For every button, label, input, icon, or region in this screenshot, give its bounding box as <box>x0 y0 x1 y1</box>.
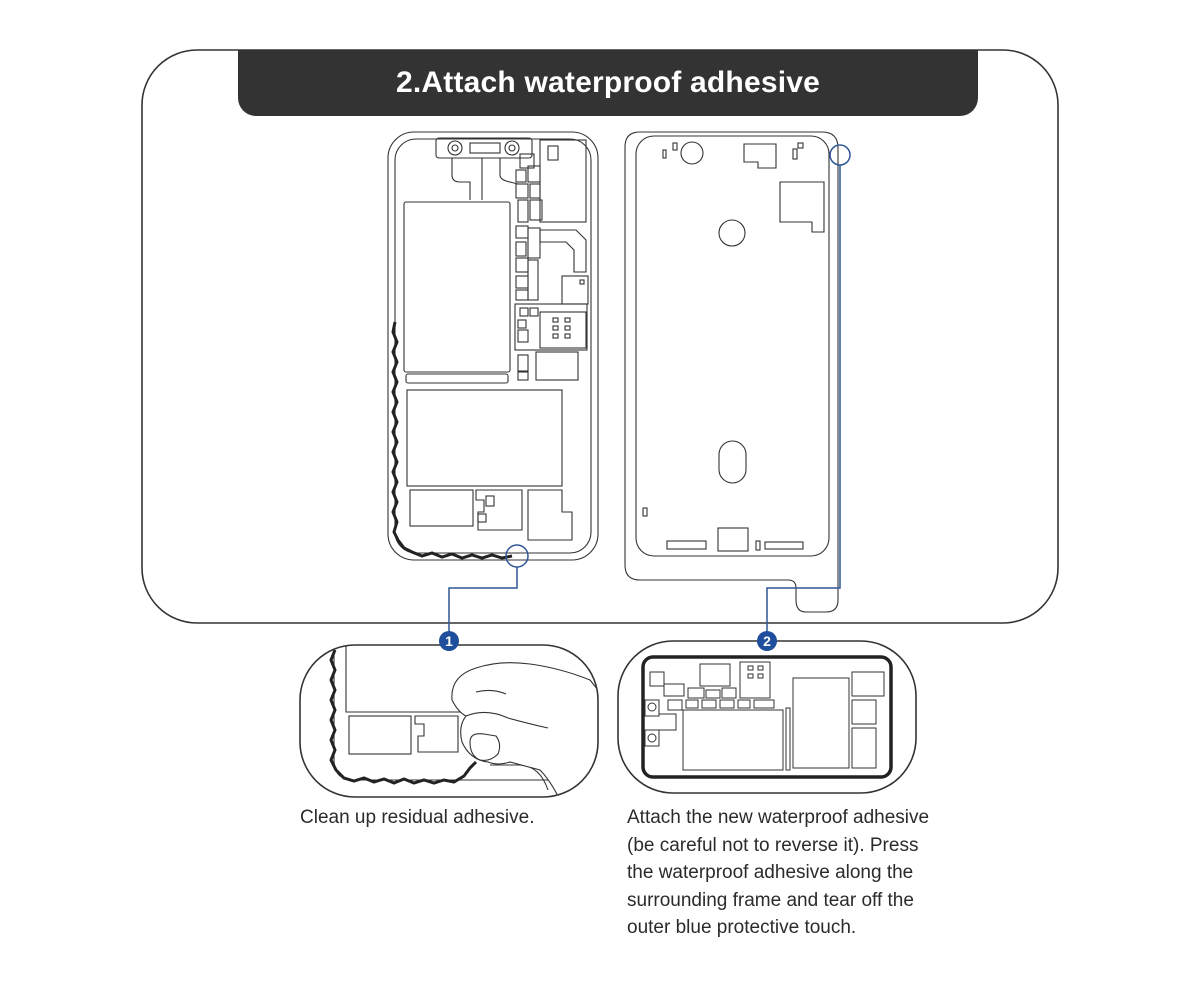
step-badge-2: 2 <box>757 631 777 651</box>
waterproof-adhesive-sheet <box>624 131 839 613</box>
step-badge-1: 1 <box>439 631 459 651</box>
zoom-detail-new-adhesive <box>617 640 917 794</box>
zoom-detail-clean-adhesive <box>299 644 599 798</box>
main-panel-frame <box>141 49 1059 624</box>
step-badge-1-label: 1 <box>445 633 453 649</box>
step-badge-2-label: 2 <box>763 633 771 649</box>
caption-step-1: Clean up residual adhesive. <box>300 807 535 828</box>
phone-back-housing <box>387 131 599 561</box>
step-title-bar: 2.Attach waterproof adhesive <box>238 50 978 116</box>
step-title: 2.Attach waterproof adhesive <box>395 66 821 99</box>
leader-line-2 <box>766 165 841 632</box>
caption-step-2: Attach the new waterproof adhesive (be c… <box>627 807 930 938</box>
leader-line-1 <box>448 567 518 632</box>
old-adhesive-strip <box>391 321 513 560</box>
callout-circle-2 <box>829 144 851 166</box>
